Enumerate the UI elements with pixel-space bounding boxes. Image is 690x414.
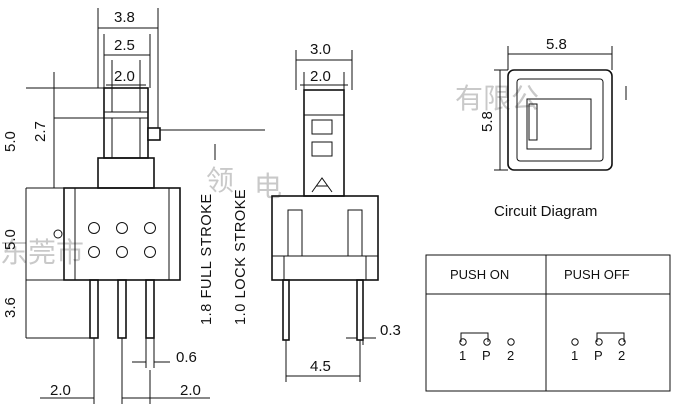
side-view: 3.0 2.0 0.3 4.5 bbox=[271, 41, 401, 382]
circuit-table: PUSH ON PUSH OFF 1 P 2 1 P 2 bbox=[425, 254, 671, 392]
front-pin-1 bbox=[89, 279, 99, 339]
front-view: 3.8 2.5 2.0 5.0 2.7 5.0 3.6 0.6 2.0 2 bbox=[2, 8, 265, 404]
dim-front-3-8: 3.8 bbox=[114, 9, 135, 26]
dim-top-5-8-w: 5.8 bbox=[546, 36, 567, 53]
push-off-pin-p: P bbox=[594, 348, 603, 363]
side-pin-right bbox=[356, 279, 364, 341]
push-on-contacts: 1 P 2 bbox=[459, 332, 515, 363]
dim-side-3-0: 3.0 bbox=[310, 41, 331, 58]
top-outer bbox=[507, 69, 613, 171]
dim-top-5-8-h: 5.8 bbox=[479, 111, 496, 132]
push-off-header: PUSH OFF bbox=[564, 267, 630, 282]
circuit-table-frame bbox=[425, 254, 671, 392]
watermark: 东莞市 领 电 有限公 bbox=[0, 82, 539, 269]
dim-front-5-0-mid: 5.0 bbox=[2, 229, 19, 250]
dim-front-2-7: 2.7 bbox=[32, 121, 49, 142]
front-pin-2 bbox=[117, 279, 127, 339]
push-on-header: PUSH ON bbox=[450, 267, 509, 282]
dim-front-5-0-top: 5.0 bbox=[2, 131, 19, 152]
side-pin-left bbox=[282, 279, 290, 341]
push-off-pin-2: 2 bbox=[618, 348, 625, 363]
dim-front-pitch-left: 2.0 bbox=[50, 382, 71, 399]
watermark-middle: 电 bbox=[254, 170, 282, 203]
dim-front-pin-0-6: 0.6 bbox=[176, 349, 197, 366]
dim-front-2-0: 2.0 bbox=[114, 68, 135, 85]
watermark-left2: 领 bbox=[206, 164, 234, 197]
push-off-contacts: 1 P 2 bbox=[571, 332, 626, 363]
plunger-tab bbox=[147, 127, 161, 141]
push-off-pin-1: 1 bbox=[571, 348, 578, 363]
watermark-left: 东莞市 bbox=[0, 236, 84, 269]
dim-front-pitch-right: 2.0 bbox=[180, 382, 201, 399]
circuit-diagram-title: Circuit Diagram bbox=[494, 203, 597, 220]
top-view: 5.8 5.8 Circuit Diagram bbox=[479, 36, 627, 220]
dim-front-2-5: 2.5 bbox=[114, 37, 135, 54]
watermark-right: 有限公 bbox=[455, 82, 539, 115]
lock-stroke-label: 1.0 LOCK STROKE bbox=[233, 189, 249, 325]
front-neck bbox=[97, 157, 155, 189]
full-stroke-label: 1.8 FULL STROKE bbox=[199, 193, 215, 325]
dim-side-pin-0-3: 0.3 bbox=[380, 322, 401, 339]
front-pin-3 bbox=[145, 279, 155, 339]
push-on-pin-1: 1 bbox=[459, 348, 466, 363]
push-on-pin-2: 2 bbox=[507, 348, 514, 363]
dim-side-pitch-4-5: 4.5 bbox=[310, 358, 331, 375]
dim-front-3-6: 3.6 bbox=[2, 297, 19, 318]
dim-side-2-0: 2.0 bbox=[310, 68, 331, 85]
front-plunger bbox=[103, 87, 149, 159]
push-on-pin-p: P bbox=[482, 348, 491, 363]
side-body bbox=[271, 195, 379, 281]
